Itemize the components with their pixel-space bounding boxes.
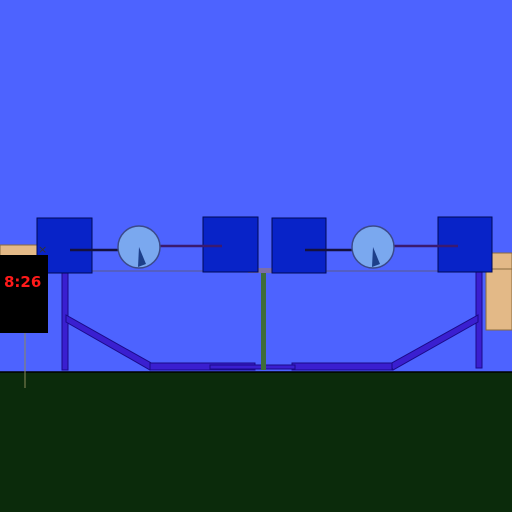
block-4[interactable] <box>437 216 493 273</box>
block-2[interactable] <box>202 216 259 273</box>
timer-value: 8:26 <box>4 273 42 291</box>
gauge-icon[interactable] <box>117 225 161 269</box>
right-gauge-needle <box>372 247 380 267</box>
bottom-rail-right <box>291 362 393 371</box>
center-post-cap <box>248 268 279 273</box>
timer-display: × 8:26 <box>0 243 48 333</box>
sky-background <box>0 0 512 373</box>
ground <box>0 372 512 512</box>
close-icon[interactable]: × <box>38 243 48 256</box>
bottom-rail-joint <box>209 364 296 370</box>
left-gauge-needle <box>138 247 146 267</box>
right-diagonal-strut <box>389 314 479 371</box>
gauge-icon[interactable] <box>351 225 395 269</box>
block-3[interactable] <box>271 217 327 274</box>
center-post <box>261 270 266 370</box>
